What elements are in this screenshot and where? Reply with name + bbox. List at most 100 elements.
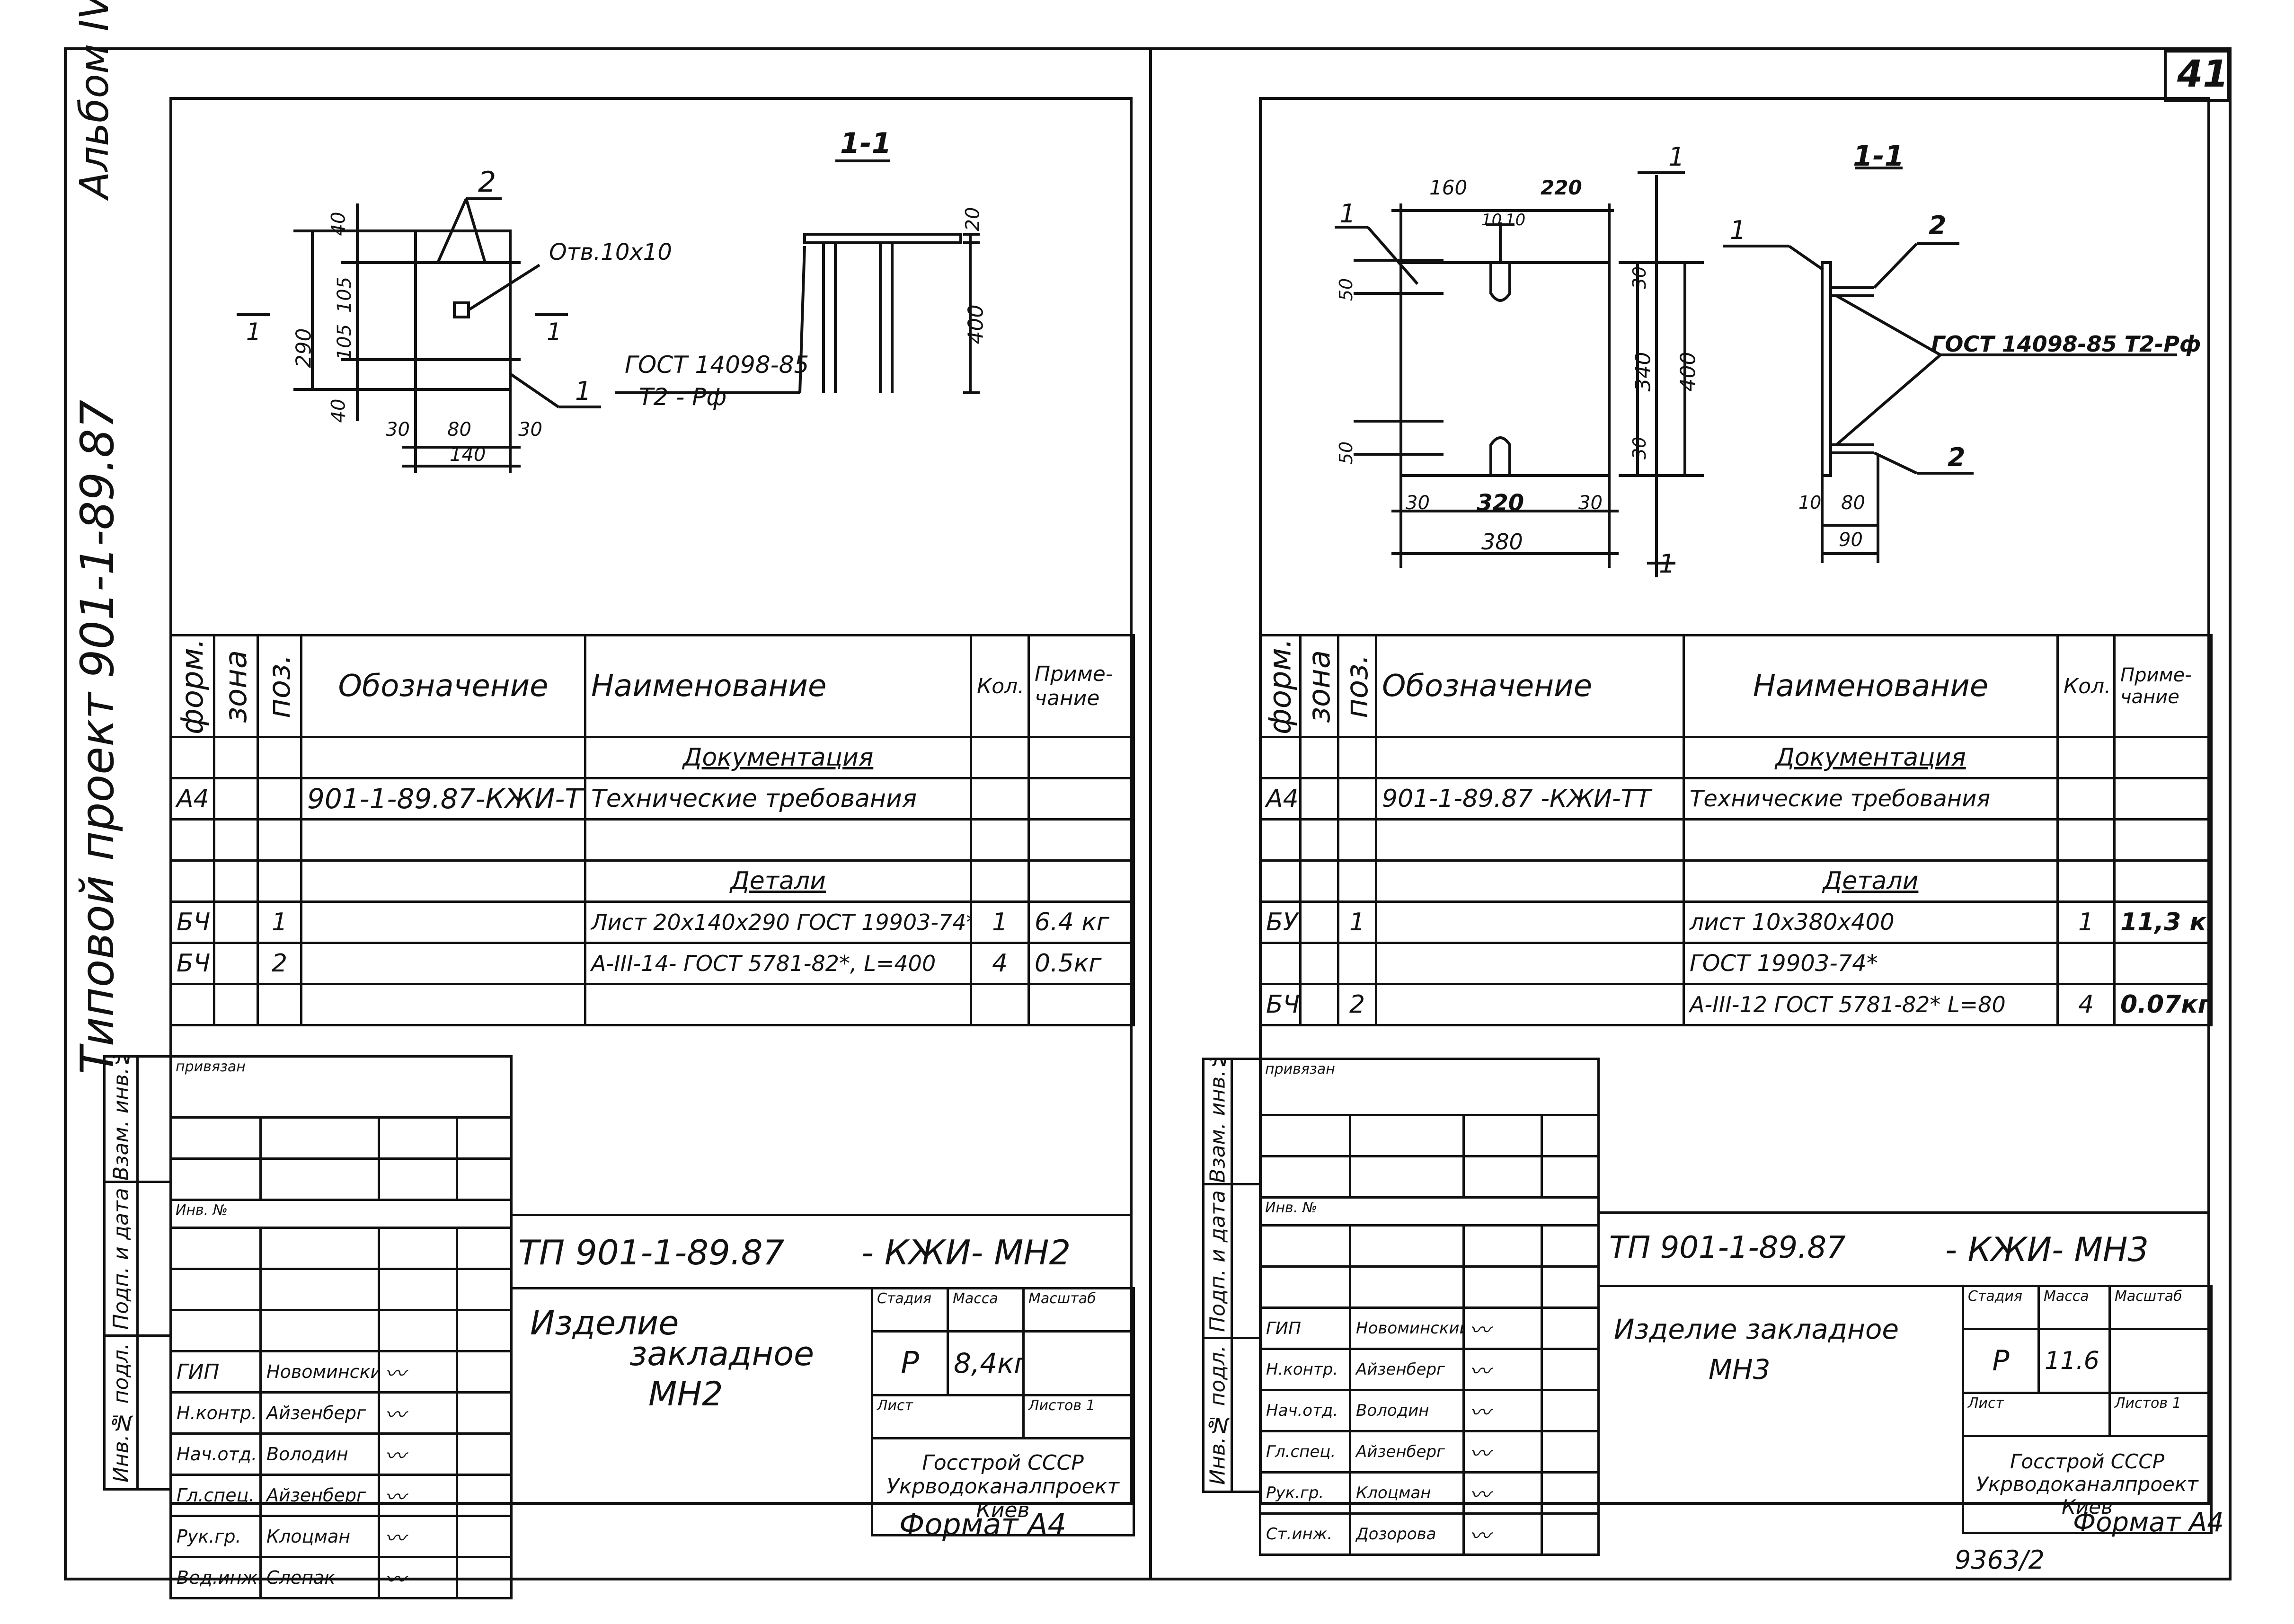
row-note xyxy=(2113,942,2213,985)
row-name: А-III-14- ГОСТ 5781-82*, L=400 xyxy=(584,942,972,985)
left-dim-30b: 30 xyxy=(518,419,542,441)
left-sheet-label: Лист xyxy=(871,1394,1025,1439)
row-qty xyxy=(970,777,1030,821)
outer-frame xyxy=(64,47,2232,1580)
role: Гл.спец. xyxy=(169,1474,262,1517)
signature: 〰 xyxy=(378,1350,458,1394)
right-dim-30a: 30 xyxy=(1629,266,1650,290)
right-dim-10b: 10 xyxy=(1505,211,1526,229)
page-number: 41 xyxy=(2177,53,2229,96)
row-designation xyxy=(1375,900,1685,944)
left-header-name: Наименование xyxy=(584,634,972,738)
left-title-block-line-mid xyxy=(510,1287,1133,1289)
right-header-format: форм. xyxy=(1260,635,1301,737)
right-dim-340: 340 xyxy=(1631,352,1656,392)
role: ГИП xyxy=(169,1350,262,1394)
person-name: Володин xyxy=(1349,1389,1465,1432)
right-header-note: Приме-чание xyxy=(2113,634,2213,738)
right-dim-30b: 30 xyxy=(1629,436,1650,460)
row-zone xyxy=(1299,777,1339,821)
right-callout-2b: 2 xyxy=(1948,442,1966,472)
signature: 〰 xyxy=(1462,1389,1543,1432)
left-title-block-line-top xyxy=(510,1214,1133,1216)
row-name: Технические требования xyxy=(584,777,972,821)
left-mass-label: Масса xyxy=(947,1287,1025,1333)
right-section-parts: Детали xyxy=(1683,859,2059,903)
row-zone xyxy=(1299,900,1339,944)
org-line-1: Госстрой СССР xyxy=(922,1451,1084,1475)
role: Рук.гр. xyxy=(169,1515,262,1558)
person-name: Айзенберг xyxy=(259,1474,380,1517)
right-side-stamp: Взам. инв.№ Подп. и дата Инв.№ подл. xyxy=(1202,1058,1261,1493)
role: ГИП xyxy=(1259,1306,1351,1350)
right-dim-320: 320 xyxy=(1477,490,1524,516)
left-hole-note: Отв.10х10 xyxy=(549,239,672,265)
left-header-qty: Кол. xyxy=(970,634,1030,738)
right-dim-380: 380 xyxy=(1481,529,1523,555)
left-weld-note-1: ГОСТ 14098-85 xyxy=(625,351,809,379)
left-stamp-code: ТП 901-1-89.87 xyxy=(518,1233,785,1272)
sheet-divider xyxy=(1149,47,1152,1580)
row-designation xyxy=(300,900,586,944)
left-dim-20: 20 xyxy=(962,207,984,231)
row-designation xyxy=(1375,942,1685,985)
row-pos: 2 xyxy=(1337,983,1377,1026)
signature: 〰 xyxy=(378,1474,458,1517)
row-format: БЧ xyxy=(1259,983,1302,1026)
left-side-label-3: Инв.№ подл. xyxy=(104,1335,138,1490)
left-inv: Инв. № xyxy=(169,1199,513,1229)
left-callout-1: 1 xyxy=(575,376,592,406)
left-stamp-code-suffix: - КЖИ- МН2 xyxy=(861,1233,1071,1272)
right-dim-160: 160 xyxy=(1429,176,1468,199)
right-side-label-2: Подп. и дата xyxy=(1203,1184,1232,1338)
row-name: А-III-12 ГОСТ 5781-82* L=80 xyxy=(1683,983,2059,1026)
right-stage-label: Стадия xyxy=(1962,1285,2040,1330)
page-number-box xyxy=(2164,50,2230,102)
row-pos: 1 xyxy=(257,900,302,944)
signature-row: Н.контр.Айзенберг〰 xyxy=(1259,1348,1600,1391)
org-line-2: Укрводоканалпроект xyxy=(1976,1473,2198,1496)
right-header-zone: зона xyxy=(1300,635,1338,737)
row-format: А4 xyxy=(169,777,215,821)
table-row: БЧ 2 А-III-12 ГОСТ 5781-82* L=80 4 0.07к… xyxy=(1259,983,2213,1026)
row-designation: 901-1-89.87-КЖИ-ТТ xyxy=(300,777,586,821)
left-dim-140: 140 xyxy=(450,444,486,466)
org-line-1: Госстрой СССР xyxy=(2010,1450,2165,1473)
right-stamp-title-1: Изделие закладное xyxy=(1614,1313,1899,1345)
row-format: А4 xyxy=(1259,777,1302,821)
org-line-3: Киев xyxy=(2062,1495,2113,1518)
left-callout-2: 2 xyxy=(478,166,496,199)
right-header-name: Наименование xyxy=(1683,634,2059,738)
person-name: Слепак xyxy=(259,1556,380,1599)
signature-row: Ст.инж.Дозорова〰 xyxy=(1259,1512,1600,1556)
row-pos xyxy=(1337,942,1377,985)
row-note: 0.5кг xyxy=(1027,942,1135,985)
role: Н.контр. xyxy=(169,1391,262,1435)
row-format: БУ xyxy=(1259,900,1302,944)
right-section-mark-b: 1 xyxy=(1659,549,1675,579)
left-spec-table: форм. зона поз. Обозначение Наименование… xyxy=(169,634,1135,1026)
left-org: Госстрой СССР Укрводоканалпроект Киев xyxy=(871,1437,1135,1536)
right-weld-note: ГОСТ 14098-85 Т2-Рф xyxy=(1931,331,2201,357)
row-designation xyxy=(1375,983,1685,1026)
right-section-mark-a: 1 xyxy=(1668,142,1685,172)
right-dim-10c: 10 xyxy=(1798,492,1822,513)
table-row: ГОСТ 19903-74* xyxy=(1259,942,2213,985)
right-scale-label: Масштаб xyxy=(2108,1285,2213,1330)
left-mass-value: 8,4кг xyxy=(947,1330,1025,1396)
signature-row: Гл.спец.Айзенберг〰 xyxy=(1259,1430,1600,1474)
right-side-label-1: Взам. инв.№ xyxy=(1203,1059,1232,1184)
person-name: Айзенберг xyxy=(1349,1430,1465,1474)
org-line-2: Укрводоканалпроект xyxy=(886,1474,1119,1499)
row-pos: 2 xyxy=(257,942,302,985)
signature-row: Нач.отд.Володин〰 xyxy=(1259,1389,1600,1432)
right-mass-value: 11.6 xyxy=(2037,1328,2111,1394)
left-dim-40b: 40 xyxy=(328,398,350,423)
left-dim-80: 80 xyxy=(447,419,471,441)
right-title-block-line-top xyxy=(1597,1211,2210,1214)
right-title-block-line-mid xyxy=(1597,1285,2210,1287)
